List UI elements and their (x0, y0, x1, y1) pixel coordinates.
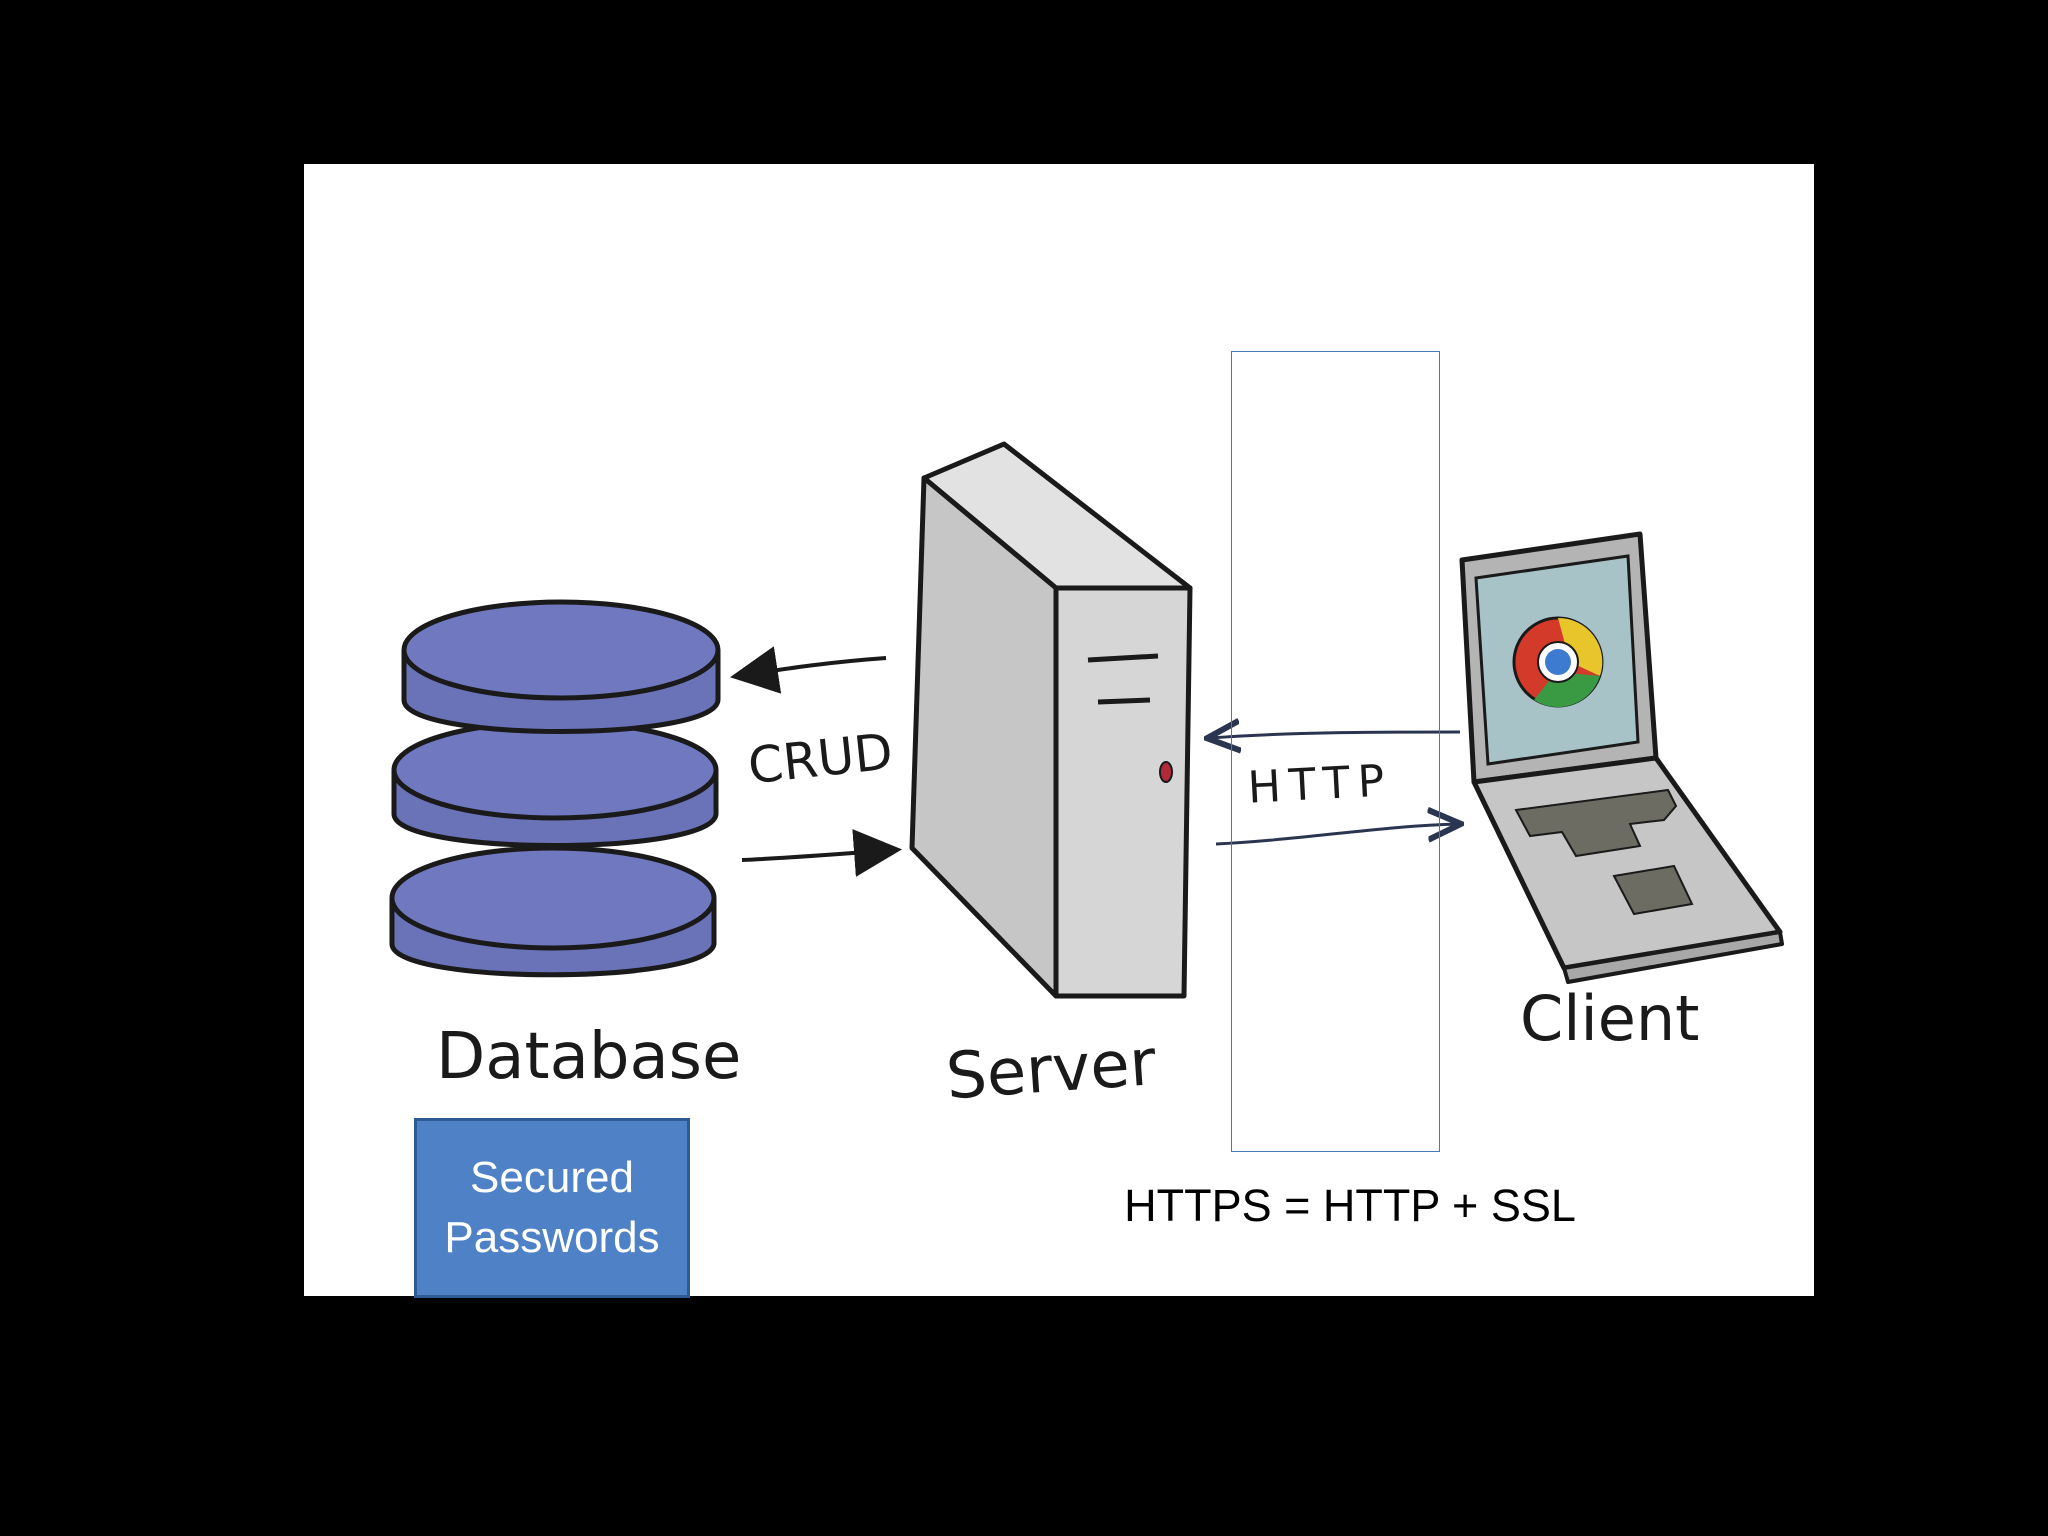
ssl-layer-box (1231, 351, 1440, 1152)
http-label: HTTP (1247, 755, 1394, 813)
server-label: Server (944, 1026, 1159, 1115)
database-icon (389, 599, 721, 978)
laptop-icon (1459, 531, 1784, 984)
crud-label: CRUD (745, 722, 895, 795)
secured-passwords-label: Secured Passwords (444, 1153, 660, 1262)
browser-logo-icon (1512, 616, 1604, 708)
secured-passwords-box: Secured Passwords (414, 1118, 690, 1298)
crud-arrows (730, 646, 902, 877)
server-icon (909, 441, 1193, 999)
database-label: Database (436, 1020, 741, 1094)
http-arrows (1210, 732, 1460, 846)
client-label: Client (1520, 982, 1700, 1055)
https-formula: HTTPS = HTTP + SSL (1124, 1180, 1576, 1231)
